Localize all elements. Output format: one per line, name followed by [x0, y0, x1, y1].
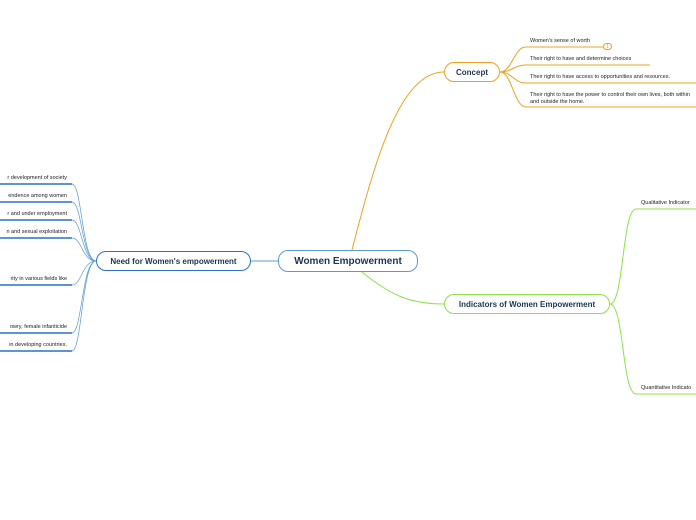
link-concept-item-4 — [499, 71, 696, 108]
need-item-6[interactable]: owry, female infanticide — [9, 324, 67, 330]
link-need-item-2 — [71, 201, 97, 262]
topic-need[interactable]: Need for Women's empowerment — [96, 251, 251, 271]
link-need-item-3 — [71, 219, 97, 262]
link-need-item-4 — [71, 237, 97, 262]
link-indicators-item-1 — [609, 208, 696, 305]
link-need-item-7 — [71, 260, 97, 352]
need-item-4[interactable]: n and sexual exploitation — [6, 229, 67, 235]
link-concept-item-1 — [499, 46, 603, 73]
link-indicators-item-2 — [609, 303, 696, 395]
concept-item-3[interactable]: Their right to have access to opportunit… — [530, 74, 671, 80]
indicators-item-2[interactable]: Quantitative Indicato — [641, 385, 692, 391]
concept-item-1[interactable]: Women's sense of worth — [530, 38, 590, 44]
topic-indicators[interactable]: Indicators of Women Empowerment — [444, 294, 610, 314]
link-central-indicators — [361, 271, 445, 305]
topic-concept[interactable]: Concept — [444, 62, 500, 82]
link-need-item-1 — [71, 183, 97, 262]
need-item-3[interactable]: r and under employment — [7, 211, 67, 217]
link-concept-item-3 — [499, 71, 696, 84]
need-item-2[interactable]: endence among women — [8, 193, 67, 199]
indicators-item-1[interactable]: Qualitative Indicator — [641, 200, 690, 206]
link-concept-item-2 — [499, 64, 650, 73]
link-need-item-5 — [71, 260, 97, 286]
concept-item-2[interactable]: Their right to have and determine choice… — [530, 56, 632, 62]
link-central-concept — [351, 71, 445, 251]
note-count-badge[interactable]: 1 — [603, 43, 612, 50]
need-item-5[interactable]: rity in various fields like — [10, 276, 67, 282]
need-item-1[interactable]: r development of society — [7, 175, 67, 181]
concept-item-4[interactable]: Their right to have the power to control… — [530, 92, 690, 105]
central-topic[interactable]: Women Empowerment — [278, 250, 418, 272]
need-item-7[interactable]: in developing countries. — [9, 342, 67, 348]
